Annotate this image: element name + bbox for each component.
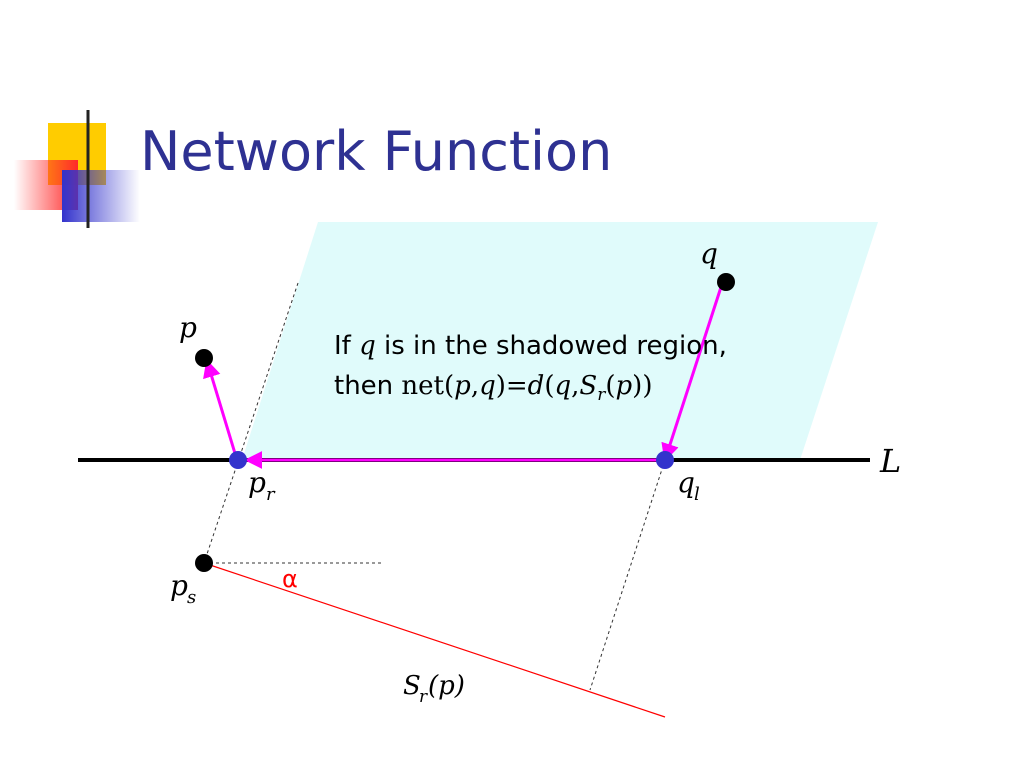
- formula-open: (: [544, 371, 555, 401]
- formula-r: r: [597, 385, 606, 406]
- label-ps-main: p: [170, 569, 188, 602]
- label-alpha: α: [282, 565, 298, 593]
- point-pr: [229, 451, 247, 469]
- formula-close: )): [632, 371, 653, 401]
- formula-q: q: [479, 371, 496, 401]
- formula-S: S: [579, 371, 598, 401]
- label-p: p: [179, 311, 197, 344]
- caption-q: q: [359, 331, 376, 361]
- caption-line-1: If q is in the shadowed region,: [334, 326, 727, 366]
- formula-open2: (: [605, 371, 616, 401]
- caption-if: If: [334, 331, 351, 361]
- formula-p: p: [454, 371, 471, 401]
- label-ps: p s: [170, 569, 196, 608]
- label-ql: q l: [677, 466, 700, 505]
- label-ql-main: q: [677, 466, 695, 499]
- line-sr-p: [203, 562, 666, 718]
- point-q: [717, 273, 735, 291]
- label-L: L: [879, 442, 901, 480]
- formula-net: net(: [401, 371, 455, 401]
- arrow-q-to-ql: [661, 283, 724, 462]
- slide-title: Network Function: [140, 120, 613, 183]
- caption: If q is in the shadowed region, then net…: [334, 326, 727, 415]
- formula-p2: p: [615, 371, 633, 401]
- point-ps: [195, 554, 213, 572]
- dashed-projection-right: [589, 459, 666, 691]
- caption-region-text: is in the shadowed region,: [384, 331, 727, 361]
- label-q: q: [700, 237, 718, 270]
- caption-line-2: then net(p,q)=d(q,Sr(p)): [334, 366, 727, 415]
- label-ps-sub: s: [187, 587, 196, 608]
- arrow-pr-to-p: [203, 359, 239, 461]
- point-p: [195, 349, 213, 367]
- label-pr-main: p: [248, 466, 266, 499]
- formula-eq: )=: [495, 371, 528, 401]
- caption-formula: net(p,q)=d(q,Sr(p)): [401, 371, 653, 405]
- deco-blue-square: [62, 170, 140, 222]
- caption-then: then: [334, 371, 394, 401]
- dashed-projection-left: [203, 282, 299, 564]
- formula-comma2: ,: [571, 371, 580, 401]
- label-sr-p: S r (p): [403, 671, 465, 707]
- label-pr: p r: [248, 466, 276, 505]
- label-pr-sub: r: [266, 484, 276, 505]
- formula-comma: ,: [470, 371, 480, 401]
- label-sr-p-sub: r: [419, 687, 428, 707]
- label-sr-p-S: S: [403, 671, 421, 701]
- title-decoration: [14, 110, 960, 228]
- formula-d: d: [527, 371, 545, 401]
- formula-q2: q: [554, 371, 572, 401]
- label-sr-p-rest: (p): [428, 671, 465, 701]
- label-ql-sub: l: [694, 484, 700, 505]
- point-ql: [656, 451, 674, 469]
